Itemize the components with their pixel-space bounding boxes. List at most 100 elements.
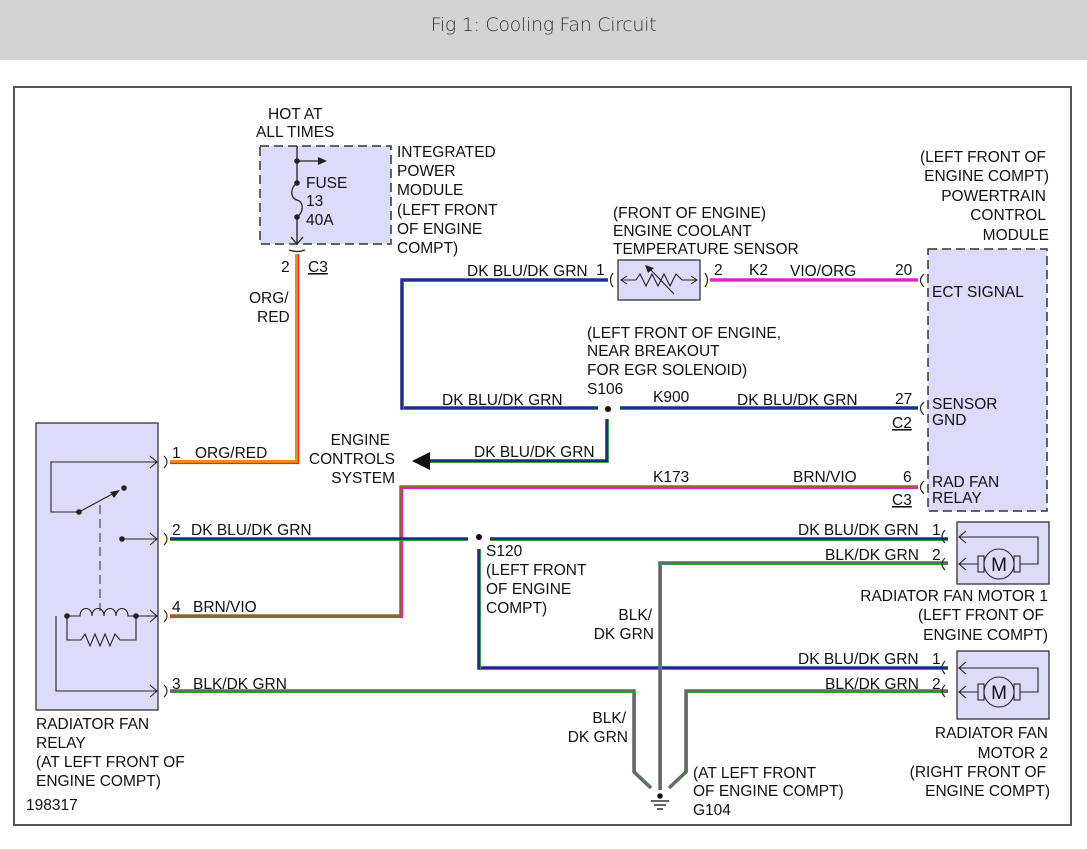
motor1-pin2: 2 (932, 547, 941, 564)
svg-text:FOR EGR SOLENOID): FOR EGR SOLENOID) (587, 362, 747, 379)
engine-controls-label: ENGINE CONTROLS SYSTEM (309, 432, 395, 487)
pcm-label-sensor: SENSOR (932, 396, 997, 413)
svg-text:DK GRN: DK GRN (568, 729, 628, 746)
svg-text:ENGINE COMPT): ENGINE COMPT) (36, 773, 161, 790)
motor2-pin2: 2 (932, 676, 941, 693)
motor2-pin1-color: DK BLU/DK GRN (798, 651, 919, 668)
radiator-fan-motor-1: M (941, 521, 1050, 585)
svg-text:INTEGRATED: INTEGRATED (397, 144, 496, 161)
svg-text:COMPT): COMPT) (397, 240, 458, 257)
svg-text:SYSTEM: SYSTEM (331, 470, 395, 487)
relay-pin-2-color: DK BLU/DK GRN (191, 522, 312, 539)
motor1-pin2-color: BLK/DK GRN (825, 547, 919, 564)
radiator-fan-motor-2: M (941, 650, 1050, 720)
relay-pin-1-color: ORG/RED (195, 445, 267, 462)
svg-text:RADIATOR FAN MOTOR 1: RADIATOR FAN MOTOR 1 (860, 588, 1048, 605)
ect-label: (FRONT OF ENGINE) ENGINE COOLANT TEMPERA… (613, 205, 799, 258)
svg-text:M: M (991, 683, 1007, 704)
orgred-label-1: ORG/ (249, 290, 289, 307)
k2-circuit: K2 (749, 262, 768, 279)
powertrain-control-module (927, 248, 1048, 512)
svg-text:CONTROLS: CONTROLS (309, 451, 395, 468)
svg-text:TEMPERATURE SENSOR: TEMPERATURE SENSOR (613, 241, 799, 258)
svg-text:RADIATOR FAN: RADIATOR FAN (935, 725, 1048, 742)
svg-text:G104: G104 (693, 802, 731, 819)
svg-text:ENGINE: ENGINE (331, 432, 390, 449)
wire-k900 (620, 406, 918, 410)
svg-text:RADIATOR FAN: RADIATOR FAN (36, 716, 149, 733)
pcm-connector-c2: C2 (892, 415, 912, 432)
vio-org-label: VIO/ORG (790, 263, 856, 280)
pcm-label-ect-signal: ECT SIGNAL (932, 284, 1024, 301)
connector-c3-icon (288, 249, 306, 253)
chevron-down-icon (290, 236, 304, 245)
svg-text:(FRONT OF ENGINE): (FRONT OF ENGINE) (613, 205, 766, 222)
fuse-number: 13 (306, 193, 323, 210)
pcm-connector-c3: C3 (892, 492, 912, 509)
motor1-pin1-color: DK BLU/DK GRN (798, 522, 919, 539)
motor2-pin1: 1 (932, 651, 941, 668)
wire-dkblu-dkgrn-ect (400, 278, 608, 410)
wire-engine-controls (412, 419, 609, 470)
wire-relay-pin2 (170, 537, 948, 670)
s106-left-color: DK BLU/DK GRN (442, 392, 563, 409)
relay-switch-icon (78, 491, 117, 513)
title-bar: Fig 1: Cooling Fan Circuit (0, 0, 1087, 60)
svg-text:(LEFT FRONT OF ENGINE,: (LEFT FRONT OF ENGINE, (587, 325, 781, 342)
k173-color: BRN/VIO (793, 469, 857, 486)
relay-pin-4: 4 (172, 599, 181, 616)
pcm-pin-27: 27 (895, 391, 912, 408)
svg-text:POWERTRAIN: POWERTRAIN (941, 188, 1046, 205)
pcm-label-gnd: GND (932, 412, 966, 429)
ipm-label: INTEGRATED POWER MODULE (LEFT FRONT OF E… (397, 144, 498, 257)
svg-text:RELAY: RELAY (36, 735, 86, 752)
resistor-icon (66, 616, 137, 648)
svg-text:ENGINE COMPT): ENGINE COMPT) (924, 168, 1049, 185)
wire-vio-org (710, 278, 918, 282)
fuse-label: FUSE (306, 175, 347, 192)
arrow-right-icon (318, 157, 327, 165)
k900-circuit: K900 (653, 389, 690, 406)
wire-ground (170, 561, 948, 790)
arrow-left-icon (412, 452, 430, 470)
svg-text:(AT LEFT FRONT: (AT LEFT FRONT (693, 765, 817, 782)
ipm-pin: 2 (281, 259, 290, 276)
relay-pin-3-color: BLK/DK GRN (193, 676, 287, 693)
motor2-label: RADIATOR FAN MOTOR 2 (RIGHT FRONT OF ENG… (910, 725, 1050, 800)
diagram-id: 198317 (26, 797, 78, 814)
svg-text:BLK/: BLK/ (618, 607, 652, 624)
svg-text:COMPT): COMPT) (486, 600, 547, 617)
integrated-power-module (259, 145, 392, 245)
figure-title: Fig 1: Cooling Fan Circuit (430, 14, 657, 36)
pcm-label-rad-fan: RAD FAN (932, 474, 999, 491)
svg-text:(LEFT FRONT OF: (LEFT FRONT OF (918, 607, 1044, 624)
s106-right-color: DK BLU/DK GRN (737, 392, 858, 409)
svg-text:OF ENGINE COMPT): OF ENGINE COMPT) (693, 783, 844, 800)
splice-s120-dot (476, 534, 482, 540)
pcm-pin-6: 6 (903, 469, 912, 486)
svg-text:S120: S120 (486, 543, 523, 560)
svg-text:OF ENGINE: OF ENGINE (397, 221, 482, 238)
orgred-label-2: RED (257, 309, 290, 326)
svg-text:ENGINE COMPT): ENGINE COMPT) (923, 627, 1048, 644)
svg-text:(LEFT FRONT: (LEFT FRONT (397, 202, 498, 219)
svg-text:OF ENGINE: OF ENGINE (486, 581, 571, 598)
relay-pin-1: 1 (172, 445, 181, 462)
ect-sensor (609, 259, 709, 301)
pcm-label-relay: RELAY (932, 490, 982, 507)
svg-text:MODULE: MODULE (397, 182, 463, 199)
svg-text:(LEFT FRONT: (LEFT FRONT (486, 562, 587, 579)
fuse-icon (291, 182, 303, 218)
svg-text:ENGINE COOLANT: ENGINE COOLANT (613, 223, 752, 240)
ect-pin1: 1 (596, 262, 605, 279)
motor1-pin1: 1 (932, 522, 941, 539)
hot-label-1: HOT AT (268, 106, 323, 123)
relay-pin-4-color: BRN/VIO (193, 599, 257, 616)
s106-label: (LEFT FRONT OF ENGINE, NEAR BREAKOUT FOR… (587, 325, 781, 398)
svg-text:(AT LEFT FRONT OF: (AT LEFT FRONT OF (36, 754, 185, 771)
motor-icon (983, 548, 1015, 580)
svg-text:M: M (991, 555, 1007, 576)
relay-coil-icon (67, 607, 157, 617)
motor-icon (983, 676, 1015, 708)
svg-text:(LEFT FRONT OF: (LEFT FRONT OF (920, 149, 1046, 166)
